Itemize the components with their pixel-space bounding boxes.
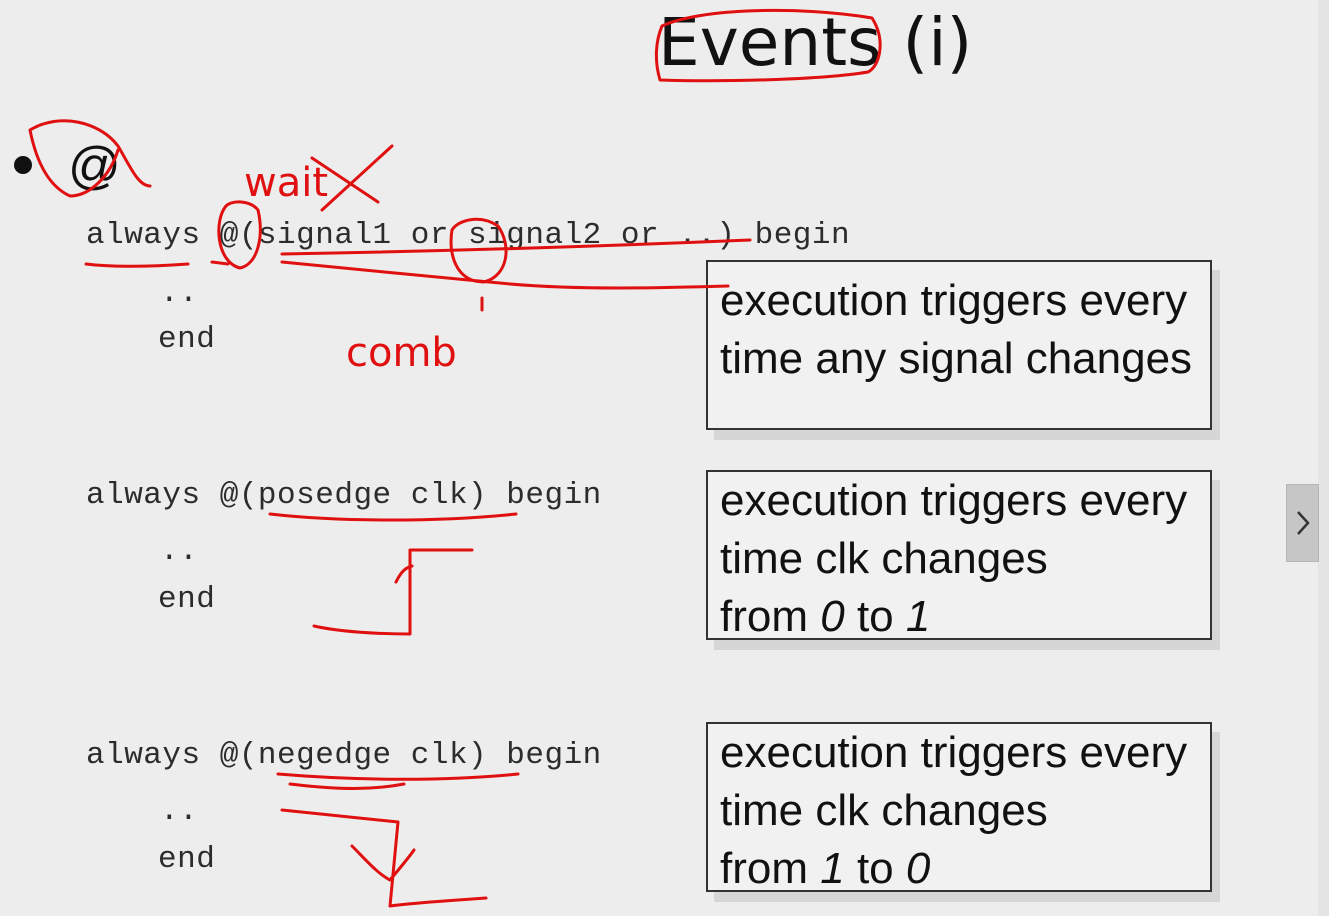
underline-always: [84, 262, 190, 268]
rising-edge-waveform: [312, 548, 474, 636]
code-line-3-head: always @(negedge clk) begin: [86, 738, 602, 773]
falling-edge-arrow: [350, 844, 416, 882]
slide-title: Events (i): [658, 4, 973, 81]
next-slide-button[interactable]: [1286, 484, 1319, 562]
bullet-dot: [14, 156, 32, 174]
annotation-comb: comb: [346, 330, 457, 376]
underline-negedge: [276, 772, 520, 781]
bullet-at-symbol: @: [68, 137, 121, 195]
note-line: execution triggers every: [720, 276, 1188, 325]
code-line-2-body: ..: [160, 534, 199, 569]
code-line-3-body: ..: [160, 794, 199, 829]
code-line-1-end: end: [158, 322, 216, 357]
code-line-3-end: end: [158, 842, 216, 877]
note-line: from 0 to 1: [720, 592, 931, 641]
annotation-wait: wait: [244, 160, 329, 206]
underline-posedge: [268, 512, 518, 522]
code-line-1-head: always @(signal1 or signal2 or ..) begin: [86, 218, 851, 253]
chevron-right-icon: [1296, 511, 1310, 535]
code-line-2-end: end: [158, 582, 216, 617]
falling-edge-waveform: [280, 808, 488, 908]
note-line: time clk changes: [720, 534, 1048, 583]
underline-negedge-2: [288, 782, 406, 790]
x-mark-stroke: [320, 144, 394, 212]
note-line: time any signal changes: [720, 334, 1193, 383]
rising-edge-arrow: [394, 564, 414, 584]
note-line: execution triggers every: [720, 476, 1188, 525]
code-line-2-head: always @(posedge clk) begin: [86, 478, 602, 513]
note-box-negedge: execution triggers every time clk change…: [706, 722, 1212, 893]
scroll-strip: [1318, 0, 1329, 916]
code-line-1-body: ..: [160, 276, 199, 311]
tick-stroke: [210, 260, 230, 266]
note-line: execution triggers every: [720, 728, 1188, 777]
note-line: time clk changes: [720, 786, 1048, 835]
note-box-posedge: execution triggers every time clk change…: [706, 470, 1212, 641]
note-box-any-signal: execution triggers every time any signal…: [706, 260, 1212, 430]
signal-sweep-stroke: [280, 260, 730, 290]
note-line: from 1 to 0: [720, 844, 931, 893]
